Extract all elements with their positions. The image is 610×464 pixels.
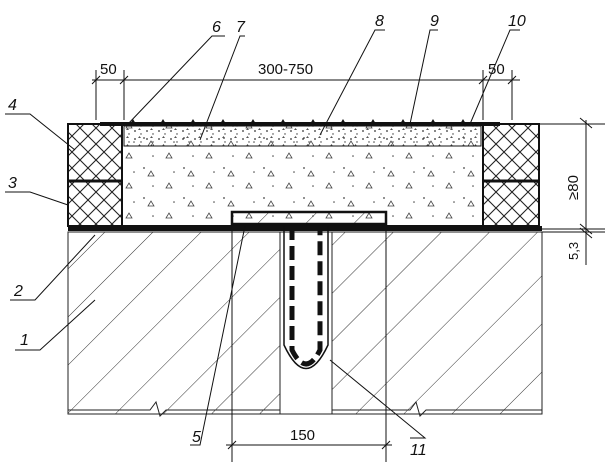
dim-height: ≥80 xyxy=(565,175,582,200)
insulation-right xyxy=(482,123,540,227)
callout-2: 2 xyxy=(13,283,23,300)
callout-3: 3 xyxy=(8,175,17,192)
break-line xyxy=(332,400,542,417)
membrane-layer xyxy=(68,226,542,231)
dim-gap: 5,3 xyxy=(566,242,581,260)
callout-11: 11 xyxy=(410,442,427,459)
callout-6: 6 xyxy=(212,19,221,36)
u-seal xyxy=(289,226,323,367)
dim-span: 300-750 xyxy=(258,61,313,78)
callout-8: 8 xyxy=(375,13,384,30)
callout-9: 9 xyxy=(430,13,439,30)
bottom-dimension xyxy=(226,226,392,462)
cover-plate xyxy=(230,210,388,226)
callout-1: 1 xyxy=(20,332,29,349)
dim-joint-width: 150 xyxy=(290,427,315,444)
leader-lines xyxy=(5,29,520,446)
dim-left-edge: 50 xyxy=(100,61,117,78)
dim-right-edge: 50 xyxy=(488,61,505,78)
callout-10: 10 xyxy=(508,13,526,30)
insulation-left xyxy=(67,123,123,227)
callout-4: 4 xyxy=(8,97,17,114)
top-layer xyxy=(123,125,482,147)
callout-5: 5 xyxy=(192,429,201,446)
right-dimension xyxy=(540,117,605,265)
break-line xyxy=(68,400,280,417)
callout-7: 7 xyxy=(236,19,246,36)
top-dimension xyxy=(91,70,520,120)
concrete-base xyxy=(67,231,543,415)
